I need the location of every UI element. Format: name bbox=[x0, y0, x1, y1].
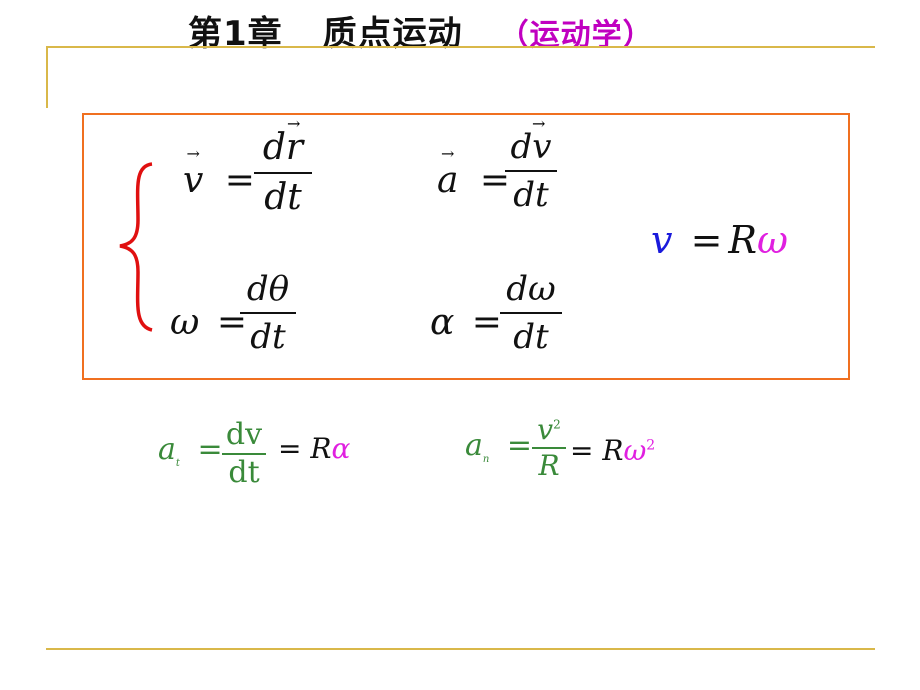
velocity-fraction: dr dt bbox=[254, 130, 312, 216]
fraction-numerator: dθ bbox=[246, 269, 290, 309]
equation-box bbox=[82, 113, 850, 380]
chapter-label: 第1章 bbox=[188, 14, 283, 54]
normal-acceleration-lhs: an = bbox=[465, 428, 533, 465]
vector-arrow-icon: → bbox=[441, 144, 455, 163]
fraction-bar bbox=[505, 170, 557, 172]
tangential-acceleration-lhs: at = bbox=[158, 432, 223, 469]
r-vector-arrow-icon: → bbox=[287, 114, 301, 133]
fraction-bar bbox=[240, 312, 296, 314]
fraction-numerator: dv bbox=[225, 417, 263, 452]
vector-arrow-icon: → bbox=[186, 144, 200, 163]
equals-sign: = bbox=[479, 160, 511, 201]
fraction-denominator: dt bbox=[228, 454, 260, 490]
curly-brace-icon bbox=[119, 162, 153, 332]
tangential-fraction: dv dt bbox=[222, 420, 266, 488]
equals-sign: = bbox=[471, 302, 502, 343]
fraction-denominator: R bbox=[538, 448, 560, 482]
acceleration-fraction: dv dt bbox=[505, 130, 557, 212]
relation-r: R bbox=[728, 218, 758, 262]
fraction-denominator: dt bbox=[513, 317, 549, 357]
relation-omega: ω bbox=[757, 218, 789, 262]
slide-title: 第1章质点运动（运动学） bbox=[188, 6, 654, 55]
velocity-lhs: →v = bbox=[183, 144, 255, 201]
fraction-numerator: dr bbox=[262, 127, 304, 168]
angular-velocity-lhs: ω = bbox=[170, 302, 247, 343]
subscript-n: n bbox=[482, 454, 490, 465]
fraction-denominator: dt bbox=[264, 177, 302, 218]
velocity-vector-symbol: →v bbox=[183, 144, 204, 201]
v-vector-arrow-icon: → bbox=[532, 114, 546, 133]
alpha-symbol: α bbox=[331, 432, 351, 465]
subscript-t: t bbox=[175, 458, 180, 469]
topic-label: 质点运动 bbox=[322, 14, 463, 54]
equals-sign: = bbox=[197, 432, 223, 467]
fraction-bar bbox=[254, 172, 312, 174]
angular-velocity-fraction: dθ dt bbox=[240, 272, 296, 354]
equals-sign: = bbox=[216, 302, 247, 343]
superscript-2: 2 bbox=[553, 417, 561, 432]
fraction-numerator: v2 bbox=[537, 413, 561, 446]
tangential-rhs: = Rα bbox=[278, 432, 351, 465]
fraction-denominator: dt bbox=[513, 175, 549, 215]
top-divider bbox=[46, 46, 875, 48]
superscript-2: 2 bbox=[646, 437, 656, 454]
angular-acceleration-lhs: α = bbox=[430, 302, 502, 343]
fraction-numerator: dω bbox=[506, 269, 556, 309]
acceleration-lhs: →a = bbox=[437, 144, 511, 201]
fraction-bar bbox=[500, 312, 562, 314]
omega-symbol: ω bbox=[623, 434, 647, 467]
left-accent-line bbox=[46, 46, 48, 108]
equals-sign: = bbox=[224, 160, 255, 201]
fraction-numerator: dv bbox=[510, 127, 552, 167]
acceleration-vector-symbol: →a bbox=[437, 144, 459, 201]
equals-sign: = bbox=[690, 218, 723, 262]
fraction-denominator: dt bbox=[250, 317, 286, 357]
linear-angular-relation: v =Rω bbox=[651, 218, 788, 262]
normal-rhs: = Rω2 bbox=[570, 434, 656, 467]
fraction-bar bbox=[222, 453, 266, 455]
relation-v: v bbox=[651, 218, 673, 262]
bottom-divider bbox=[46, 648, 875, 650]
angular-acceleration-fraction: dω dt bbox=[500, 272, 562, 354]
equals-sign: = bbox=[506, 428, 533, 463]
fraction-bar bbox=[532, 447, 566, 449]
normal-fraction: v2 R bbox=[532, 416, 566, 480]
